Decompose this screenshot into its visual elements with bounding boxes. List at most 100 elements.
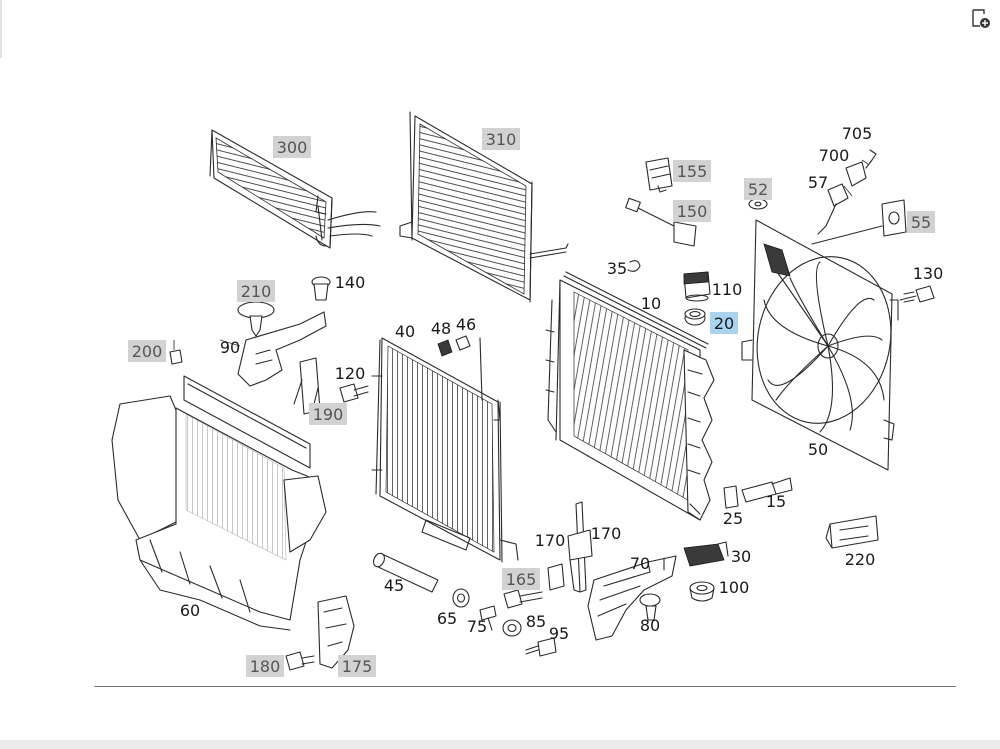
svg-text:65: 65 <box>437 609 457 628</box>
callout-180[interactable]: 180 <box>246 655 284 677</box>
bottom-status-strip <box>0 740 1000 749</box>
callout-57[interactable]: 57 <box>808 173 828 192</box>
callout-150[interactable]: 150 <box>673 200 711 222</box>
callout-120[interactable]: 120 <box>335 364 366 383</box>
add-to-document-button[interactable] <box>970 8 992 30</box>
callout-50[interactable]: 50 <box>808 440 828 459</box>
callout-labels: 300 310 155 150 52 705 700 57 55 35 10 1… <box>128 124 943 677</box>
callout-175[interactable]: 175 <box>338 655 376 677</box>
svg-text:48: 48 <box>431 319 451 338</box>
part-175-bracket <box>317 595 355 669</box>
callout-85[interactable]: 85 <box>526 612 546 631</box>
callout-75[interactable]: 75 <box>467 617 487 636</box>
part-95-screw <box>525 637 557 657</box>
svg-text:210: 210 <box>241 282 272 301</box>
part-75-screw <box>479 605 497 631</box>
svg-text:95: 95 <box>549 624 569 643</box>
callout-300[interactable]: 300 <box>273 136 311 158</box>
part-170-brackets <box>547 501 593 593</box>
callout-140[interactable]: 140 <box>335 273 366 292</box>
part-130-bolt <box>899 285 935 303</box>
part-45-receiver-dryer <box>373 519 471 593</box>
svg-text:110: 110 <box>712 280 743 299</box>
callout-310[interactable]: 310 <box>482 128 520 150</box>
svg-text:175: 175 <box>342 657 373 676</box>
callout-110[interactable]: 110 <box>712 280 743 299</box>
part-300-oil-cooler <box>209 129 381 249</box>
callout-20[interactable]: 20 <box>710 312 738 334</box>
svg-text:200: 200 <box>132 342 163 361</box>
callout-90[interactable]: 90 <box>220 338 240 357</box>
svg-text:20: 20 <box>714 314 734 333</box>
callout-80[interactable]: 80 <box>640 616 660 635</box>
callout-210[interactable]: 210 <box>237 280 275 302</box>
svg-text:35: 35 <box>607 259 627 278</box>
callout-700[interactable]: 700 <box>819 146 850 165</box>
part-85-washer <box>502 619 522 637</box>
svg-text:220: 220 <box>845 550 876 569</box>
part-55-relay <box>811 199 907 245</box>
callout-46[interactable]: 46 <box>456 315 476 334</box>
callout-170-left[interactable]: 170 <box>535 531 566 550</box>
callout-25[interactable]: 25 <box>723 509 743 528</box>
svg-text:170: 170 <box>535 531 566 550</box>
part-90-bracket <box>237 311 327 387</box>
svg-text:30: 30 <box>731 547 751 566</box>
callout-30[interactable]: 30 <box>731 547 751 566</box>
part-30-mount <box>683 541 729 567</box>
left-edge-bar <box>0 0 2 58</box>
callout-705[interactable]: 705 <box>842 124 873 143</box>
svg-text:155: 155 <box>677 162 708 181</box>
svg-text:300: 300 <box>277 138 308 157</box>
callout-200[interactable]: 200 <box>128 340 166 362</box>
bottom-divider <box>94 686 956 687</box>
callout-190[interactable]: 190 <box>309 403 347 425</box>
svg-text:100: 100 <box>719 578 750 597</box>
callout-55[interactable]: 55 <box>907 211 935 233</box>
svg-text:180: 180 <box>250 657 281 676</box>
callout-220[interactable]: 220 <box>845 550 876 569</box>
part-220-bracket <box>825 515 879 549</box>
svg-text:70: 70 <box>630 554 650 573</box>
svg-text:130: 130 <box>913 264 944 283</box>
part-140-screw <box>311 276 331 301</box>
svg-text:85: 85 <box>526 612 546 631</box>
callout-48[interactable]: 48 <box>431 319 451 338</box>
part-80-pin <box>639 593 661 621</box>
part-48-46-fittings <box>437 335 471 357</box>
part-60-air-guide <box>111 375 327 631</box>
part-35-clip <box>627 260 641 272</box>
callout-95[interactable]: 95 <box>549 624 569 643</box>
callout-65[interactable]: 65 <box>437 609 457 628</box>
part-155-sensor-bracket <box>645 157 673 193</box>
callout-15[interactable]: 15 <box>766 492 786 511</box>
svg-text:15: 15 <box>766 492 786 511</box>
part-52-washer <box>748 198 768 210</box>
callout-35[interactable]: 35 <box>607 259 627 278</box>
part-310-condenser <box>399 111 569 303</box>
part-65-cap <box>452 588 470 608</box>
part-165-screw <box>503 589 543 609</box>
svg-text:25: 25 <box>723 509 743 528</box>
callout-40[interactable]: 40 <box>395 322 415 341</box>
svg-text:80: 80 <box>640 616 660 635</box>
svg-text:140: 140 <box>335 273 366 292</box>
callout-155[interactable]: 155 <box>673 160 711 182</box>
part-120-bolt <box>339 383 369 403</box>
svg-text:40: 40 <box>395 322 415 341</box>
callout-100[interactable]: 100 <box>719 578 750 597</box>
callout-60[interactable]: 60 <box>180 601 200 620</box>
part-50-fan-shroud <box>741 219 899 471</box>
callout-45[interactable]: 45 <box>384 576 404 595</box>
callout-70[interactable]: 70 <box>630 554 650 573</box>
callout-10[interactable]: 10 <box>641 294 661 313</box>
part-705-700-57-fan-connector <box>817 149 877 235</box>
callout-165[interactable]: 165 <box>502 568 540 590</box>
callout-130[interactable]: 130 <box>913 264 944 283</box>
svg-text:165: 165 <box>506 570 537 589</box>
svg-text:170: 170 <box>591 524 622 543</box>
callout-170-right[interactable]: 170 <box>591 524 622 543</box>
callout-52[interactable]: 52 <box>744 178 772 200</box>
